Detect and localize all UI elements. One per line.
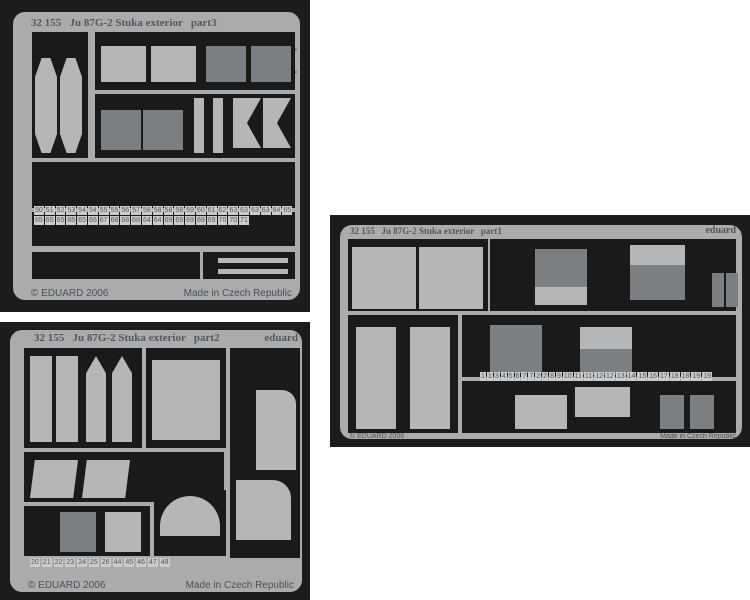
part-number-label: 18 <box>680 372 691 381</box>
part-number-label: 48 <box>159 558 170 567</box>
brand-logo: eduard <box>264 332 298 344</box>
part-number-label: 70 <box>217 216 228 225</box>
part-number-label: 10 <box>562 372 573 381</box>
part-number-label: 52 <box>55 206 66 215</box>
part-number-label: 58 <box>163 206 174 215</box>
part-number-label: 65 <box>282 206 293 215</box>
part-number-label: 58 <box>174 206 185 215</box>
part-number-label: 50 <box>34 206 44 215</box>
part-number-label: 69 <box>174 216 185 225</box>
part-number-label: 20 <box>30 558 40 567</box>
fret-part1: 32 155 Ju 87G-2 Stuka exterior part1 edu… <box>330 215 750 447</box>
part-number-label: 61 <box>206 206 217 215</box>
brand-logo: eduard <box>705 225 736 236</box>
part-number-label: 1 <box>480 372 486 381</box>
copyright: © EDUARD 2006 <box>31 288 109 299</box>
part-number-label: 18 <box>669 372 680 381</box>
part-number-label: 1 <box>486 372 493 381</box>
copyright: © EDUARD 2006 <box>350 433 405 440</box>
part-number-label: 19 <box>691 372 702 381</box>
part-number-label: 23 <box>65 558 76 567</box>
part-number-label: 67 <box>98 216 109 225</box>
part-number-label: 25 <box>88 558 99 567</box>
fret-part2: 32 155 Ju 87G-2 Stuka exterior part2 edu… <box>0 322 310 600</box>
part-number-label: 11 <box>573 372 583 381</box>
part-number-label: 17 <box>659 372 669 381</box>
made-in: Made in Czech Republic <box>183 288 292 299</box>
part-number-label: 69 <box>206 216 217 225</box>
part-number-label: 69 <box>163 216 174 225</box>
part-number-label: 7 <box>521 372 528 381</box>
part-number-label: 65 <box>66 216 77 225</box>
part-number-label: 47 <box>147 558 158 567</box>
part-number-label: 63 <box>249 206 260 215</box>
part-number-label: 3 <box>493 372 500 381</box>
part-number-label: 12 <box>594 372 605 381</box>
part-number-label: 59 <box>185 206 195 215</box>
fret-title: 32 155 Ju 87G-2 Stuka exterior part1 <box>350 226 502 236</box>
part-number-label: 15 <box>637 372 648 381</box>
part-number-label: 68 <box>109 216 120 225</box>
part-number-label: 56 <box>120 206 131 215</box>
fret-part3: 32 155 Ju 87G-2 Stuka exterior part3 edu… <box>0 0 310 312</box>
part-number-label: 70 <box>228 216 239 225</box>
part-number-label: 6 <box>514 372 521 381</box>
part-number-label: 68 <box>120 216 131 225</box>
part-number-label: 5 <box>507 372 514 381</box>
made-in: Made in Czech Republic <box>660 433 736 440</box>
part-number-label: 11 <box>583 372 594 381</box>
part-number-label: 65 <box>77 216 87 225</box>
part-number-label: 63 <box>228 206 239 215</box>
part-number-label: 57 <box>131 206 141 215</box>
fret-title: 32 155 Ju 87G-2 Stuka exterior part2 <box>34 332 220 344</box>
part-number-label: 4 <box>500 372 507 381</box>
part-number-label: 63 <box>260 206 271 215</box>
part-number-label: 51 <box>44 206 55 215</box>
part-number-label: 22 <box>53 558 64 567</box>
part-number-label: 58 <box>141 206 152 215</box>
part-number-label: 62 <box>217 206 228 215</box>
part-number-label: 66 <box>87 216 98 225</box>
part-number-label: 12 <box>605 372 615 381</box>
part-number-label: 8 <box>549 372 555 381</box>
part-number-label: 24 <box>77 558 87 567</box>
part-number-label: 2 <box>535 372 542 381</box>
part-number-label: 21 <box>41 558 52 567</box>
part-number-label: 64 <box>152 216 163 225</box>
part-number-label: 60 <box>195 206 206 215</box>
part-number-label: 54 <box>87 206 98 215</box>
part-number-label: 55 <box>109 206 120 215</box>
part-number-label: 69 <box>185 216 195 225</box>
part-number-label: 69 <box>195 216 206 225</box>
part-number-label: 55 <box>98 206 109 215</box>
part-number-label: 2 <box>542 372 549 381</box>
part-number-label: 13 <box>615 372 626 381</box>
part-number-label: 58 <box>152 206 163 215</box>
part-number-label: 44 <box>112 558 123 567</box>
part-number-label: 19 <box>702 372 712 381</box>
part-number-label: 7 <box>528 372 535 381</box>
part-number-label: 14 <box>626 372 637 381</box>
part-number-label: 63 <box>239 206 249 215</box>
part-number-label: 65 <box>34 216 44 225</box>
part-number-label: 64 <box>141 216 152 225</box>
part-number-label: 64 <box>271 206 282 215</box>
part-number-label: 71 <box>239 216 249 225</box>
part-number-label: 46 <box>136 558 146 567</box>
part-number-label: 65 <box>55 216 66 225</box>
part-number-label: 45 <box>124 558 135 567</box>
copyright: © EDUARD 2006 <box>28 580 106 591</box>
part-number-label: 53 <box>66 206 77 215</box>
part-number-label: 54 <box>77 206 87 215</box>
part-number-label: 68 <box>131 216 141 225</box>
part-number-label: 9 <box>555 372 562 381</box>
part-number-label: 16 <box>648 372 659 381</box>
part-number-label: 26 <box>100 558 111 567</box>
fret-title: 32 155 Ju 87G-2 Stuka exterior part3 <box>31 17 217 29</box>
part-number-label: 65 <box>44 216 55 225</box>
made-in: Made in Czech Republic <box>185 580 294 591</box>
